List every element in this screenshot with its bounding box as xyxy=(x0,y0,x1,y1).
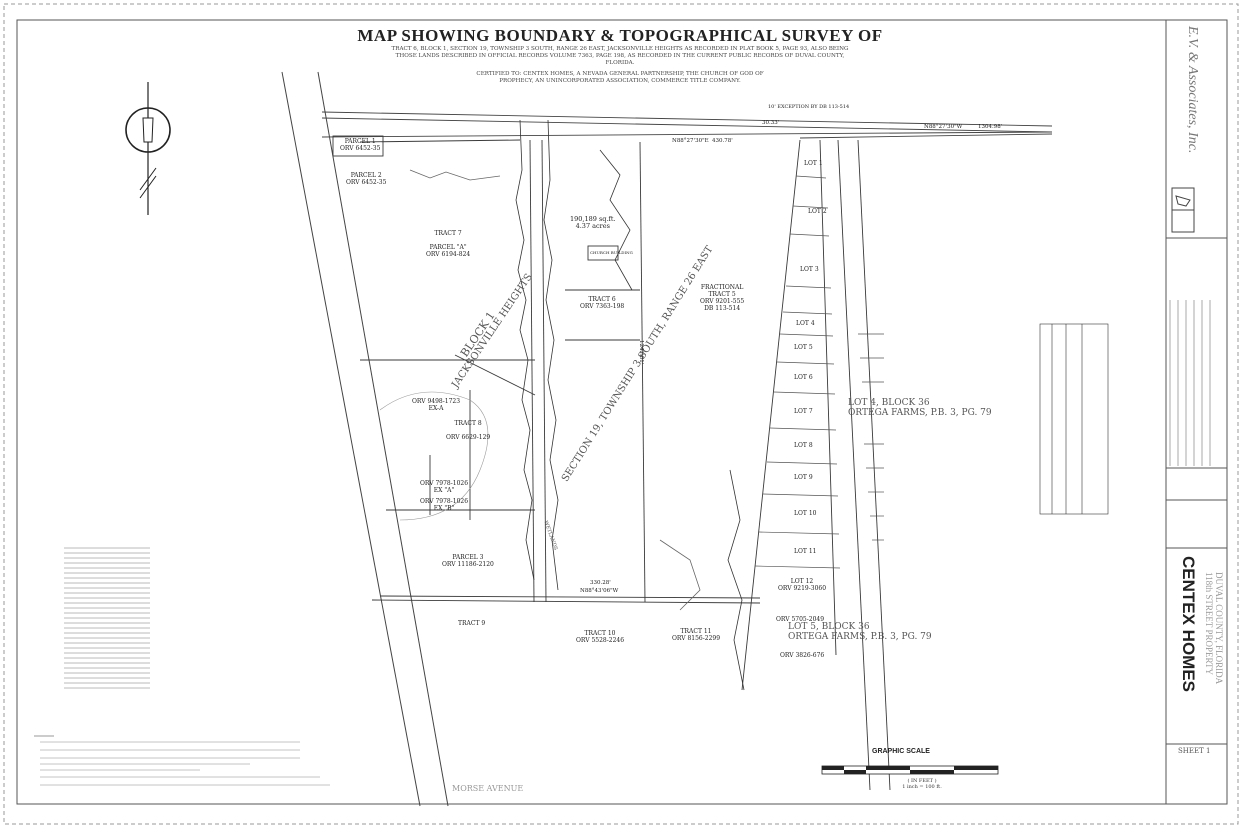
firm-logo-icon xyxy=(1171,187,1195,233)
top-exception-label: 10' EXCEPTION BY DB 113-514 xyxy=(768,104,850,110)
distance-1-label: 1304.98' xyxy=(978,124,1003,130)
subtitle-line-2: THOSE LANDS DESCRIBED IN OFFICIAL RECORD… xyxy=(395,53,845,59)
lot-label-9: LOT 9 xyxy=(794,474,813,481)
distance-2-label: 430.78' xyxy=(712,138,733,144)
project-line-2: DUVAL COUNTY, FLORIDA xyxy=(1214,572,1224,685)
north-arrow-icon xyxy=(125,82,171,215)
graphic-scale-title: GRAPHIC SCALE xyxy=(872,748,930,755)
survey-title: MAP SHOWING BOUNDARY & TOPOGRAPHICAL SUR… xyxy=(357,26,883,45)
revisions-block xyxy=(1169,300,1211,466)
area-label: 190,189 sq.ft.4.37 acres xyxy=(570,215,616,230)
distance-3-label: 30.33' xyxy=(762,120,780,126)
sheet-number: SHEET 1 xyxy=(1178,747,1211,755)
top-road-lines xyxy=(321,111,1053,139)
curve-table xyxy=(1039,323,1109,515)
lot-label-7: LOT 7 xyxy=(794,408,813,415)
tract-boundaries xyxy=(332,135,891,791)
lot-label-10: LOT 10 xyxy=(794,510,817,517)
abbreviation-legend xyxy=(64,547,150,689)
subtitle-line-1: TRACT 6, BLOCK 1, SECTION 19, TOWNSHIP 3… xyxy=(391,46,849,52)
lot-division-lines xyxy=(754,175,884,569)
certified-line-1: CERTIFIED TO: CENTEX HOMES, A NEVADA GEN… xyxy=(476,71,764,77)
lot-label-11: LOT 11 xyxy=(794,548,817,555)
church-building-label: CHURCH BUILDING xyxy=(590,250,633,255)
graphic-scale-text: ( IN FEET )1 inch = 100 ft. xyxy=(902,778,942,790)
lot-label-6: LOT 6 xyxy=(794,374,813,381)
project-line-1: 118th STREET PROPERTY xyxy=(1204,572,1214,675)
graphic-scale-bar xyxy=(821,765,999,775)
tract9-label: TRACT 9 xyxy=(458,620,486,627)
certified-line-2: PROPHECY, AN UNINCORPORATED ASSOCIATION,… xyxy=(499,78,741,84)
distance-4-label: 1241.81' xyxy=(638,340,644,365)
orv-5705-label: ORV 5705-2049 xyxy=(776,616,825,623)
orv-3826-label: ORV 3826-676 xyxy=(780,652,825,659)
bearing-2-label: N88°27'30"E xyxy=(672,138,709,144)
lot-label-3: LOT 3 xyxy=(800,266,819,273)
bearing-5-label: N88°43'06"W xyxy=(580,588,619,594)
bearing-1-label: N88°27'30"W xyxy=(924,124,963,130)
lot-label-2: LOT 2 xyxy=(808,208,827,215)
lot-label-8: LOT 8 xyxy=(794,442,813,449)
lot-label-1: LOT 1 xyxy=(804,160,823,167)
lot-label-4: LOT 4 xyxy=(796,320,815,327)
lot-label-5: LOT 5 xyxy=(794,344,813,351)
firm-name: E.V. & Associates, Inc. xyxy=(1185,26,1200,154)
client-name: CENTEX HOMES xyxy=(1179,556,1198,693)
topographic-detail xyxy=(379,119,745,691)
notes-block xyxy=(34,735,330,786)
distance-5-label: 330.28' xyxy=(590,580,611,586)
blanding-boulevard-lines xyxy=(281,71,449,807)
subtitle-line-3: FLORIDA. xyxy=(605,60,635,66)
drawing-border xyxy=(16,19,1228,805)
outer-frame xyxy=(3,3,1239,825)
morse-avenue-label: MORSE AVENUE xyxy=(452,784,524,793)
